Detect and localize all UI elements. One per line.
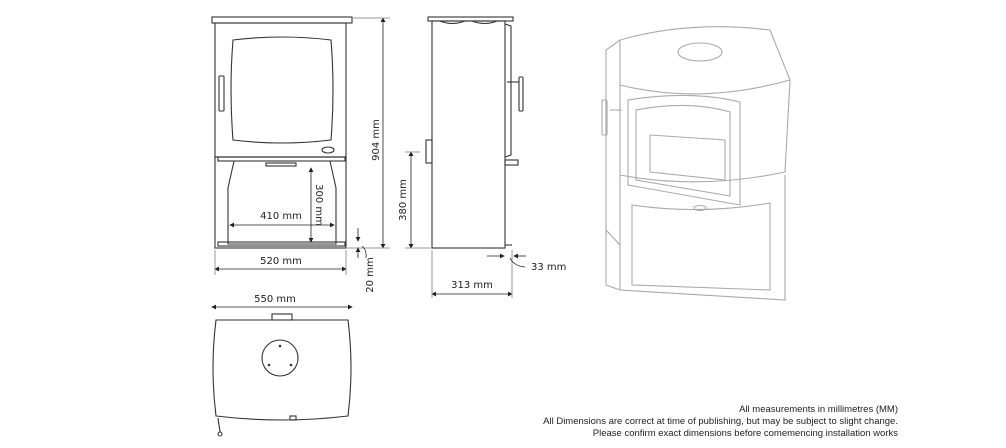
- dim-904: 904 mm: [371, 119, 382, 161]
- perspective-view: [601, 26, 791, 301]
- dim-520: 520 mm: [260, 256, 302, 267]
- dim-33: 33 mm: [531, 262, 566, 273]
- dim-410: 410 mm: [260, 211, 302, 222]
- dim-313: 313 mm: [451, 280, 493, 291]
- dim-300: 300 mm: [313, 184, 324, 226]
- badge-icon: [321, 146, 335, 154]
- dim-20: 20 mm: [365, 257, 376, 292]
- front-dimensions: 904 mm 300 mm 410 mm 520 mm 20 mm: [214, 17, 390, 293]
- note-units: All measurements in millimetres (MM): [739, 404, 898, 415]
- notes: All measurements in millimetres (MM) All…: [543, 404, 898, 440]
- top-view: 550 mm: [211, 294, 353, 437]
- flue-collar-icon: [261, 339, 299, 377]
- side-view: [425, 16, 524, 249]
- dim-380: 380 mm: [398, 179, 409, 221]
- dim-550: 550 mm: [254, 294, 296, 305]
- side-dimensions: 380 mm 313 mm 33 mm: [398, 151, 566, 298]
- note-accuracy: All Dimensions are correct at time of pu…: [543, 416, 898, 427]
- front-view: [211, 16, 353, 249]
- note-confirm: Please confirm exact dimensions before c…: [592, 428, 898, 439]
